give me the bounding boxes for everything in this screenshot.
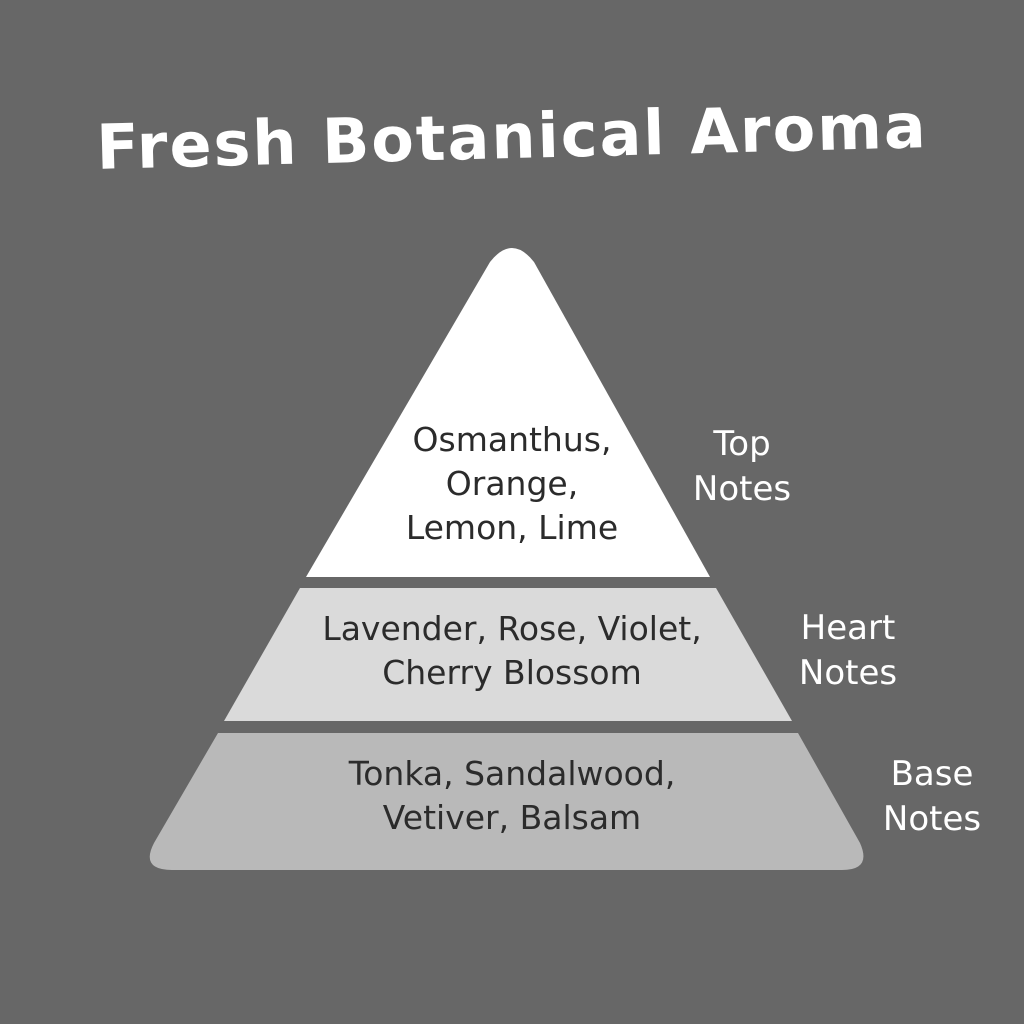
heart-notes-line: Lavender, Rose, Violet, [322, 609, 702, 648]
base-notes-text: Tonka, Sandalwood, Vetiver, Balsam [262, 752, 762, 840]
base-notes-tier [149, 733, 864, 870]
top-label-line: Top [713, 424, 771, 464]
heart-notes-label: Heart Notes [778, 606, 918, 696]
heart-notes-text: Lavender, Rose, Violet, Cherry Blossom [262, 607, 762, 695]
top-notes-text: Osmanthus, Orange, Lemon, Lime [362, 418, 662, 550]
base-label-line: Notes [882, 799, 982, 839]
heart-notes-tier [224, 588, 792, 721]
heart-notes-line: Cherry Blossom [382, 653, 642, 692]
heart-label-line: Heart [800, 608, 896, 648]
base-notes-label: Base Notes [862, 752, 1002, 842]
base-label-line: Base [890, 754, 974, 794]
base-notes-line: Vetiver, Balsam [382, 798, 642, 837]
top-notes-line: Osmanthus, [412, 420, 612, 459]
top-label-line: Notes [692, 469, 792, 509]
top-notes-tier [306, 248, 710, 577]
heart-label-line: Notes [798, 653, 898, 693]
top-notes-line: Orange, [445, 464, 579, 503]
top-notes-label: Top Notes [672, 422, 812, 512]
base-notes-line: Tonka, Sandalwood, [348, 754, 676, 793]
top-notes-line: Lemon, Lime [405, 508, 619, 547]
